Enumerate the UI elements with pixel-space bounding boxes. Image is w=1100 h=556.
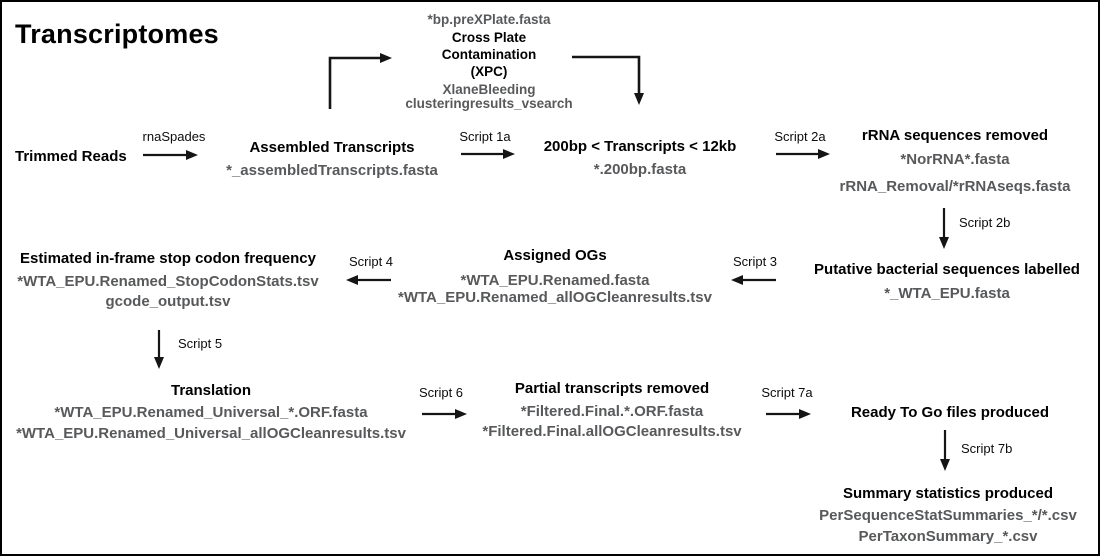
file-summary-stats-2: PerTaxonSummary_*.csv	[858, 528, 1038, 545]
file-partial-removed-1: *Filtered.Final.*.ORF.fasta	[520, 403, 704, 420]
node-partial-removed: Partial transcripts removed	[514, 380, 710, 397]
node-translation: Translation	[170, 382, 252, 399]
edge-label-script-1a: Script 1a	[459, 129, 511, 144]
node-size-filtered: 200bp < Transcripts < 12kb	[543, 138, 737, 155]
edge-label-script-2a: Script 2a	[774, 129, 826, 144]
node-assembled-transcripts: Assembled Transcripts	[249, 139, 415, 156]
file-assembled-transcripts: *_assembledTranscripts.fasta	[226, 162, 438, 179]
file-assigned-ogs-2: *WTA_EPU.Renamed_allOGCleanresults.tsv	[398, 289, 712, 306]
file-translation-2: *WTA_EPU.Renamed_Universal_allOGCleanres…	[16, 425, 406, 442]
edge-label-script-2b: Script 2b	[959, 215, 1011, 230]
xpc-title-line2: Contamination	[441, 47, 537, 62]
file-bacterial-labelled: *_WTA_EPU.fasta	[884, 285, 1010, 302]
node-trimmed-reads: Trimmed Reads	[15, 148, 127, 165]
file-rrna-removed-1: *NorRNA*.fasta	[900, 151, 1010, 168]
file-size-filtered: *.200bp.fasta	[593, 161, 687, 178]
xpc-input-file: *bp.preXPlate.fasta	[427, 12, 551, 27]
file-translation-1: *WTA_EPU.Renamed_Universal_*.ORF.fasta	[54, 404, 368, 421]
file-partial-removed-2: *Filtered.Final.allOGCleanresults.tsv	[482, 423, 742, 440]
xpc-output-file2: clusteringresults_vsearch	[405, 96, 573, 111]
node-stop-codon-freq: Estimated in-frame stop codon frequency	[20, 250, 316, 267]
edge-label-script-4: Script 4	[348, 254, 394, 269]
node-assigned-ogs: Assigned OGs	[503, 247, 607, 264]
xpc-title-line3: (XPC)	[470, 64, 508, 79]
node-bacterial-labelled: Putative bacterial sequences labelled	[814, 261, 1080, 278]
page-title: Transcriptomes	[15, 19, 219, 49]
edge-label-script-3: Script 3	[732, 254, 778, 269]
edge-label-script-7b: Script 7b	[961, 441, 1013, 456]
xpc-title-line1: Cross Plate	[451, 30, 527, 45]
edge-label-script-7a: Script 7a	[761, 385, 813, 400]
file-rrna-removed-2: rRNA_Removal/*rRNAseqs.fasta	[839, 178, 1071, 195]
file-stop-codon-freq-2: gcode_output.tsv	[105, 293, 231, 310]
edge-label-script-6: Script 6	[418, 385, 464, 400]
file-assigned-ogs-1: *WTA_EPU.Renamed.fasta	[460, 272, 650, 289]
xpc-output-file1: XlaneBleeding	[442, 82, 536, 97]
edge-label-script-5: Script 5	[178, 336, 223, 351]
file-stop-codon-freq-1: *WTA_EPU.Renamed_StopCodonStats.tsv	[17, 273, 319, 290]
node-ready-to-go: Ready To Go files produced	[850, 404, 1050, 421]
node-rrna-removed: rRNA sequences removed	[861, 127, 1049, 144]
node-summary-stats: Summary statistics produced	[842, 485, 1054, 502]
arrow-to-xpc	[328, 53, 392, 109]
edge-label-rnaspades: rnaSpades	[142, 129, 206, 144]
arrow-from-xpc	[572, 55, 644, 105]
file-summary-stats-1: PerSequenceStatSummaries_*/*.csv	[819, 507, 1077, 524]
